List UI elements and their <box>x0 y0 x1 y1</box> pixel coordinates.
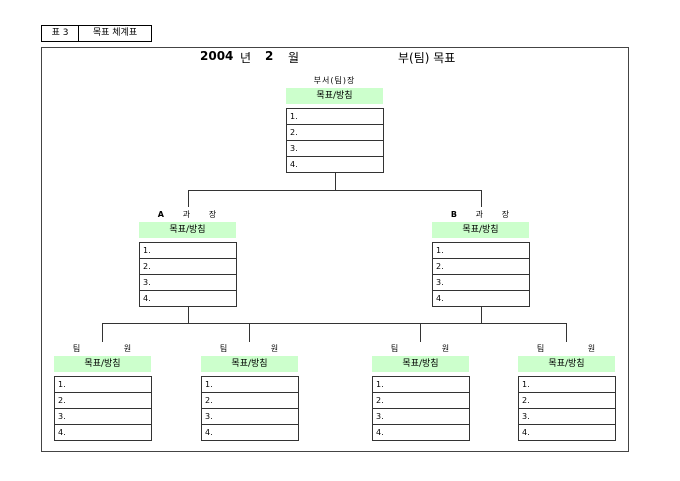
connector <box>481 307 482 323</box>
goal-row[interactable]: 3. <box>287 140 383 156</box>
label-part: 팀 <box>219 344 229 353</box>
goal-row[interactable]: 4. <box>287 156 383 172</box>
goal-row[interactable]: 2. <box>433 258 529 274</box>
goal-row[interactable]: 1. <box>290 112 298 121</box>
label-part: 장 <box>208 210 218 219</box>
goal-row[interactable]: 1. <box>436 246 444 255</box>
goal-list: 1. 2. 3. 4. <box>286 108 384 173</box>
connector <box>420 323 421 342</box>
goal-row[interactable]: 2. <box>202 392 298 408</box>
goal-row[interactable]: 2. <box>140 258 236 274</box>
label-part: 과 <box>182 210 192 219</box>
connector <box>188 307 189 323</box>
connector <box>566 323 567 342</box>
goal-row[interactable]: 1. <box>143 246 151 255</box>
manager-b-label: B 과 장 <box>432 209 529 220</box>
goal-row[interactable]: 3. <box>433 274 529 290</box>
label-part: A <box>157 210 165 219</box>
label-part: 원 <box>587 344 597 353</box>
year-unit: 년 <box>240 51 252 65</box>
goal-list: 1. 2.3.4. <box>54 376 152 441</box>
member-label: 팀 원 <box>54 343 151 354</box>
goal-list: 1. 2.3.4. <box>201 376 299 441</box>
goal-list: 1. 2. 3. 4. <box>432 242 530 307</box>
goal-row[interactable]: 2. <box>287 124 383 140</box>
goal-header: 목표/방침 <box>286 88 383 104</box>
label-part: 과 <box>475 210 485 219</box>
goal-header: 목표/방침 <box>139 222 236 238</box>
year: 2004 <box>200 49 234 63</box>
member-label: 팀 원 <box>518 343 615 354</box>
goal-row[interactable]: 4. <box>373 424 469 440</box>
connector <box>481 190 482 207</box>
goal-row[interactable]: 4. <box>140 290 236 306</box>
goal-row[interactable]: 3. <box>202 408 298 424</box>
label-part: 팀 <box>390 344 400 353</box>
goal-row[interactable]: 1. <box>522 380 530 389</box>
label-part: 원 <box>123 344 133 353</box>
label-part: 팀 <box>72 344 82 353</box>
label-part: 원 <box>270 344 280 353</box>
table-title: 목표 체계표 <box>92 28 138 38</box>
member-label: 팀 원 <box>201 343 298 354</box>
connector <box>102 323 567 324</box>
goal-header: 목표/방침 <box>518 356 615 372</box>
connector <box>249 323 250 342</box>
goal-row[interactable]: 2. <box>55 392 151 408</box>
label-part: B <box>450 210 458 219</box>
connector <box>335 173 336 190</box>
goal-row[interactable]: 3. <box>519 408 615 424</box>
goal-header: 목표/방침 <box>201 356 298 372</box>
connector <box>188 190 482 191</box>
connector <box>102 323 103 342</box>
goal-list: 1. 2.3.4. <box>372 376 470 441</box>
label-part: 원 <box>441 344 451 353</box>
goal-row[interactable]: 1. <box>58 380 66 389</box>
goal-row[interactable]: 3. <box>373 408 469 424</box>
goal-row[interactable]: 2. <box>519 392 615 408</box>
table-caption: 표 3 목표 체계표 <box>41 25 152 42</box>
goal-row[interactable]: 4. <box>519 424 615 440</box>
goal-list: 1. 2.3.4. <box>518 376 616 441</box>
connector <box>188 190 189 207</box>
goal-list: 1. 2. 3. 4. <box>139 242 237 307</box>
manager-a-label: A 과 장 <box>139 209 236 220</box>
title-suffix: 부(팀) 목표 <box>398 51 456 65</box>
goal-header: 목표/방침 <box>432 222 529 238</box>
table-number: 표 3 <box>42 26 79 41</box>
member-label: 팀 원 <box>372 343 469 354</box>
goal-row[interactable]: 1. <box>205 380 213 389</box>
goal-header: 목표/방침 <box>372 356 469 372</box>
goal-row[interactable]: 4. <box>55 424 151 440</box>
label-part: 팀 <box>536 344 546 353</box>
goal-row[interactable]: 4. <box>202 424 298 440</box>
month-unit: 월 <box>288 51 300 65</box>
goal-row[interactable]: 4. <box>433 290 529 306</box>
month: 2 <box>265 49 274 63</box>
dept-head-label: 부서(팀)장 <box>313 76 356 85</box>
goal-row[interactable]: 2. <box>373 392 469 408</box>
label-part: 장 <box>501 210 511 219</box>
chart-frame <box>41 47 629 452</box>
goal-row[interactable]: 3. <box>55 408 151 424</box>
goal-header: 목표/방침 <box>54 356 151 372</box>
goal-row[interactable]: 3. <box>140 274 236 290</box>
goal-row[interactable]: 1. <box>376 380 384 389</box>
